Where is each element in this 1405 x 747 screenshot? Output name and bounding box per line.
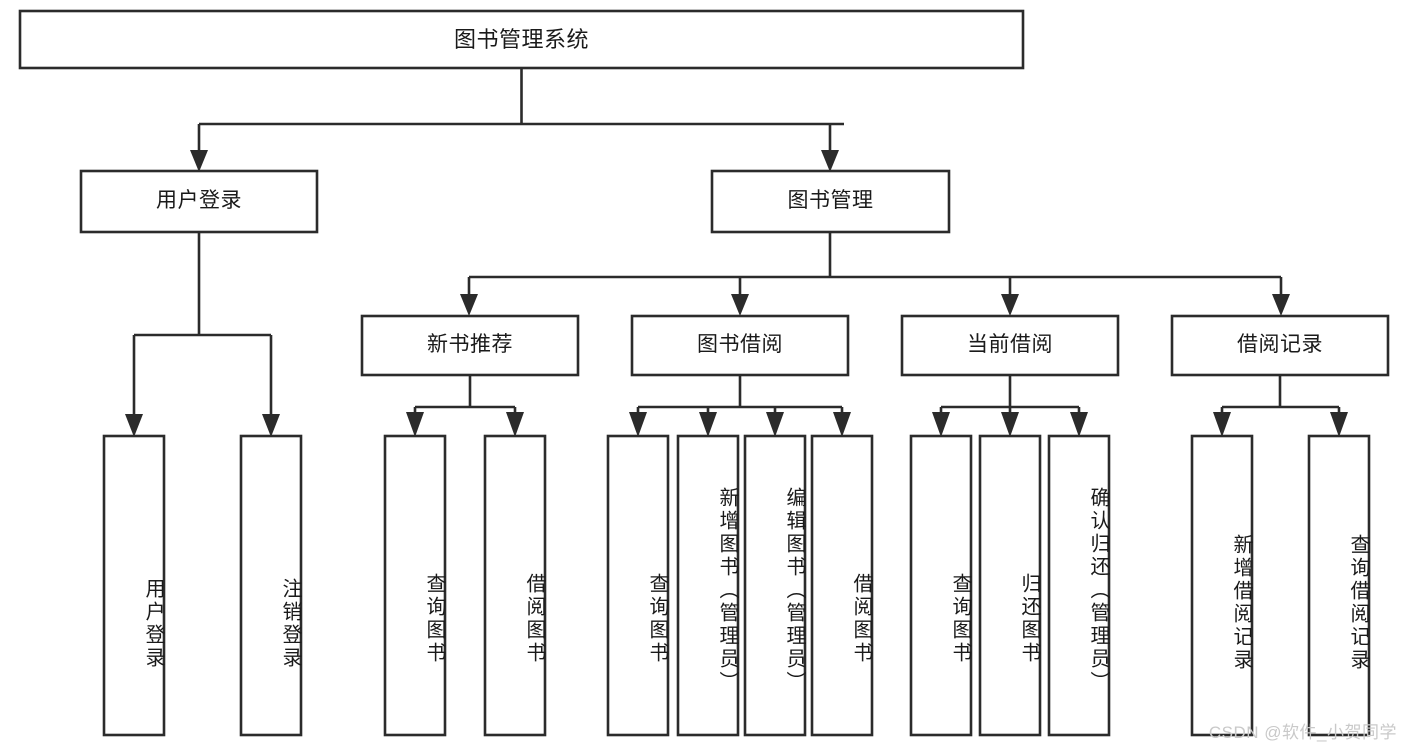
arrow-head-leaf-query-book-3: [932, 412, 950, 437]
node-box-leaf-query-book-3[interactable]: [909, 434, 973, 737]
arrow-head-leaf-query-book-2: [629, 412, 647, 437]
connector-book-borrow-to-leaves: [636, 375, 844, 417]
csdn-watermark: CSDN @软件_小贺同学: [1208, 723, 1397, 742]
node-box-root[interactable]: [18, 9, 1025, 70]
node-box-leaf-edit-book[interactable]: [743, 434, 807, 737]
node-box-borrow-record[interactable]: [1170, 314, 1390, 377]
node-box-user-login[interactable]: [79, 169, 319, 234]
connector-book-manage-to-level2: [467, 232, 1283, 296]
node-box-leaf-borrow-book-1[interactable]: [483, 434, 547, 737]
arrow-head-to-new-book: [460, 294, 478, 316]
node-box-new-book-recommend[interactable]: [360, 314, 580, 377]
arrow-head-leaf-user-login: [125, 414, 143, 437]
node-box-leaf-query-record[interactable]: [1307, 434, 1371, 737]
node-box-leaf-add-record[interactable]: [1190, 434, 1254, 737]
node-box-leaf-return-book[interactable]: [978, 434, 1042, 737]
node-box-leaf-user-login[interactable]: [102, 434, 166, 737]
node-box-leaf-add-book[interactable]: [676, 434, 740, 737]
arrow-head-leaf-logout: [262, 414, 280, 437]
connector-new-book-to-leaves: [413, 375, 517, 417]
node-box-book-manage[interactable]: [710, 169, 951, 234]
node-box-leaf-query-book-2[interactable]: [606, 434, 670, 737]
connector-user-login-to-leaves: [132, 232, 273, 417]
node-box-leaf-query-book-1[interactable]: [383, 434, 447, 737]
arrow-head-leaf-add-record: [1213, 412, 1231, 437]
node-box-current-borrow[interactable]: [900, 314, 1120, 377]
connector-current-borrow-to-leaves: [939, 375, 1081, 417]
node-box-leaf-logout[interactable]: [239, 434, 303, 737]
node-box-leaf-borrow-book-2[interactable]: [810, 434, 874, 737]
arrow-head-leaf-borrow-book-1: [506, 412, 524, 437]
arrow-head-to-user-login: [190, 150, 208, 172]
arrow-head-to-borrow-record: [1272, 294, 1290, 316]
node-box-leaf-confirm-return[interactable]: [1047, 434, 1111, 737]
arrow-head-leaf-query-book-1: [406, 412, 424, 437]
connector-root-to-level1: [197, 68, 844, 152]
arrow-head-to-book-manage: [821, 150, 839, 172]
connector-borrow-record-to-leaves: [1220, 375, 1341, 417]
arrow-head-leaf-add-book: [699, 412, 717, 437]
arrow-head-leaf-borrow-book-2: [833, 412, 851, 437]
arrow-head-to-book-borrow: [731, 294, 749, 316]
node-box-book-borrow[interactable]: [630, 314, 850, 377]
arrow-head-leaf-confirm-return: [1070, 412, 1088, 437]
arrow-head-leaf-edit-book: [766, 412, 784, 437]
arrow-head-leaf-query-record: [1330, 412, 1348, 437]
arrow-head-to-current-borrow: [1001, 294, 1019, 316]
arrow-head-leaf-return-book: [1001, 412, 1019, 437]
